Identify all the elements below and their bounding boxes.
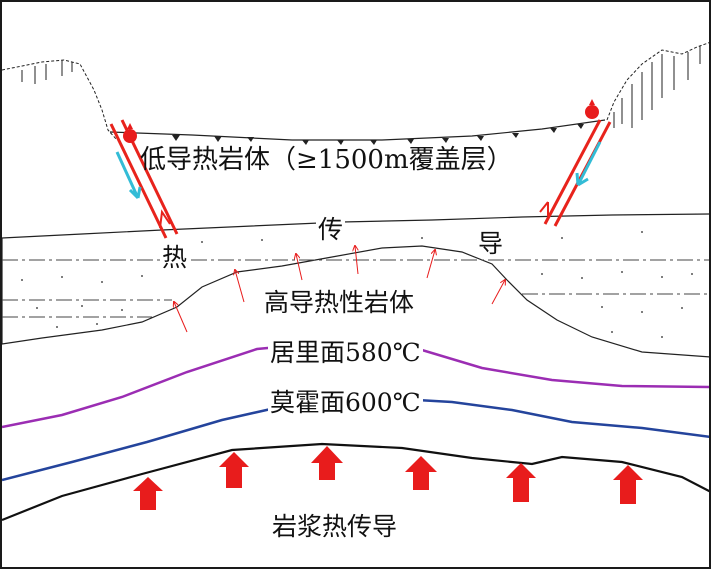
- slip-arrow-icon: [575, 141, 602, 187]
- right-fault: [539, 99, 612, 227]
- heat-conduction-label-2: 传: [316, 215, 346, 244]
- curie-surface-label: 居里面580℃: [268, 338, 423, 367]
- left-fault: [109, 119, 179, 239]
- slip-arrow-icon: [115, 151, 142, 200]
- heat-conduction-label-1: 热: [160, 243, 190, 272]
- moho-surface-label: 莫霍面600℃: [268, 388, 423, 417]
- mountain-outline: [2, 42, 709, 141]
- magma-heat-arrows: [133, 446, 643, 510]
- high-conductivity-label: 高导热性岩体: [264, 288, 415, 317]
- heat-flow-arrow-icon: [174, 246, 505, 333]
- magma-conduction-label: 岩浆热传导: [272, 512, 398, 541]
- cover-layer-label: 低导热岩体（≥1500m覆盖层）: [140, 145, 513, 175]
- heat-source-icon: [585, 105, 599, 119]
- magma-boundary-line: [2, 442, 709, 522]
- heat-flow-arrow-icon: [311, 446, 343, 480]
- heat-flow-arrow-icon: [405, 456, 437, 490]
- heat-flow-arrow-icon: [613, 465, 643, 504]
- high-conductivity-rock: [2, 213, 709, 358]
- heat-flow-arrow-icon: [219, 452, 249, 488]
- heat-conduction-label-3: 导: [476, 229, 506, 258]
- heat-source-icon: [123, 129, 137, 143]
- heat-flow-arrow-icon: [133, 477, 163, 510]
- valley-floor: [109, 119, 606, 145]
- heat-flow-arrow-icon: [506, 463, 536, 502]
